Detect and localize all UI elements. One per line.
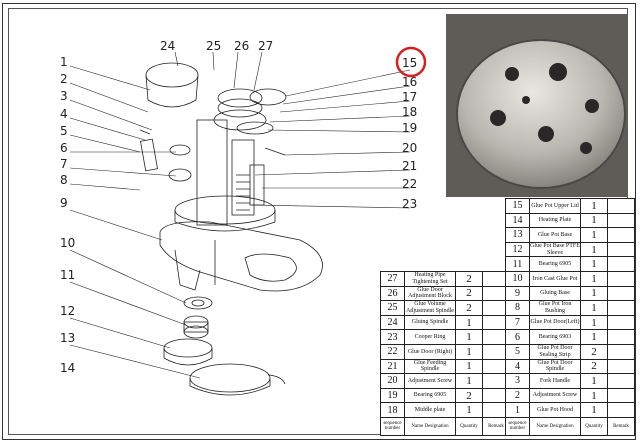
callout-7: 7 (60, 157, 68, 171)
callout-21: 21 (402, 159, 417, 173)
callout-3: 3 (60, 89, 68, 103)
part-heating-plate (189, 363, 271, 393)
callout-26: 26 (234, 39, 249, 53)
outer-border (2, 3, 636, 440)
callout-24: 24 (160, 39, 175, 53)
callout-9: 9 (60, 196, 68, 210)
highlight-circle-15 (395, 46, 427, 78)
callout-4: 4 (60, 107, 68, 121)
callout-13: 13 (60, 331, 75, 345)
callout-20: 20 (402, 141, 417, 155)
callout-25: 25 (206, 39, 221, 53)
callout-10: 10 (60, 236, 75, 250)
header-number: sequence number (380, 416, 405, 436)
callout-18: 18 (402, 105, 417, 119)
callout-23: 23 (402, 197, 417, 211)
header-quantity: Quantity (455, 416, 483, 436)
callout-19: 19 (402, 121, 417, 135)
callout-17: 17 (402, 90, 417, 104)
part-glue-pot-hood (145, 62, 199, 88)
callout-11: 11 (60, 268, 75, 282)
part-iron-cast-glue-pot (159, 221, 323, 292)
header-remark: Remark (607, 416, 635, 436)
header-quantity: Quantity (580, 416, 608, 436)
callout-12: 12 (60, 304, 75, 318)
callout-6: 6 (60, 141, 68, 155)
header-name: Name Designation (529, 416, 581, 436)
glue-pot-upper-lid-photo (446, 14, 628, 197)
callout-14: 14 (60, 361, 75, 375)
assembly-parts (139, 62, 323, 396)
callout-22: 22 (402, 177, 417, 191)
header-number: sequence number (505, 416, 530, 436)
callout-5: 5 (60, 124, 68, 138)
callout-8: 8 (60, 173, 68, 187)
callout-2: 2 (60, 72, 68, 86)
leader-lines (69, 51, 411, 379)
callout-16: 16 (402, 75, 417, 89)
callout-15: 15 (402, 56, 417, 70)
header-name: Name Designation (404, 416, 456, 436)
callout-27: 27 (258, 39, 273, 53)
callout-numbers: 1 2 3 4 5 6 7 8 9 10 11 12 13 14 15 16 1… (60, 39, 427, 375)
callout-1: 1 (60, 55, 68, 69)
